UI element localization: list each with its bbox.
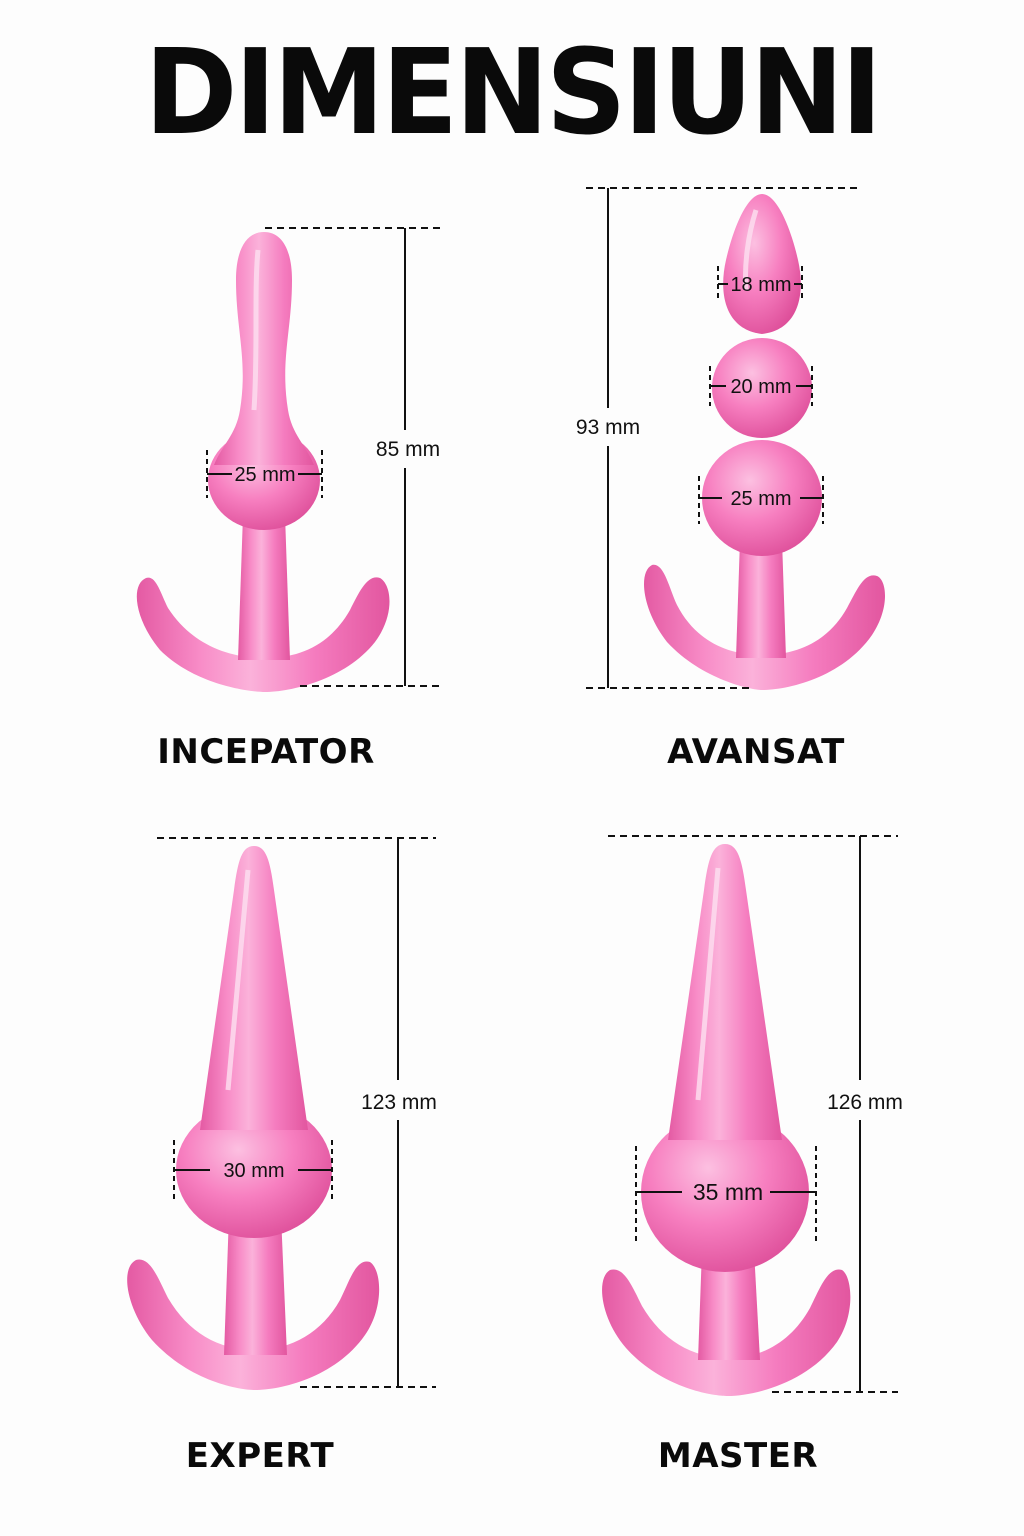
width-label: 35 mm bbox=[693, 1179, 763, 1205]
expert-illustration: 30 mm 123 mm bbox=[127, 837, 437, 1390]
incepator-illustration: 25 mm 85 mm bbox=[136, 227, 442, 692]
product-name: EXPERT bbox=[185, 1436, 335, 1476]
product-name: MASTER bbox=[657, 1436, 819, 1476]
product-base bbox=[136, 577, 390, 692]
product-neck bbox=[698, 1250, 760, 1360]
height-measure bbox=[586, 187, 862, 689]
product-base bbox=[127, 1259, 380, 1390]
product-bulb bbox=[176, 1102, 332, 1238]
width-measure-bottom bbox=[698, 476, 824, 524]
product-cone bbox=[200, 846, 308, 1130]
height-measure bbox=[608, 835, 898, 1393]
width-label-middle: 20 mm bbox=[730, 376, 791, 398]
page-title: DIMENSIUNI bbox=[144, 24, 882, 162]
width-measure-top bbox=[717, 266, 803, 302]
product-incepator: 25 mm 85 mm INCEPATOR bbox=[0, 180, 512, 840]
product-master: 35 mm 126 mm MASTER bbox=[512, 830, 1024, 1490]
master-illustration: 35 mm 126 mm bbox=[602, 835, 903, 1396]
width-label: 30 mm bbox=[223, 1160, 284, 1182]
product-bulb bbox=[641, 1112, 809, 1272]
width-measure-middle bbox=[709, 366, 813, 406]
avansat-illustration: 18 mm 20 mm 25 mm 93 mm bbox=[576, 187, 886, 690]
length-label: 126 mm bbox=[827, 1091, 903, 1114]
length-label: 123 mm bbox=[361, 1091, 437, 1114]
product-bead-medium bbox=[712, 338, 812, 438]
length-label: 85 mm bbox=[376, 438, 440, 461]
width-label-bottom: 25 mm bbox=[730, 488, 791, 510]
product-base bbox=[644, 564, 886, 690]
product-cone bbox=[668, 844, 782, 1140]
product-name: AVANSAT bbox=[667, 732, 845, 772]
height-measure bbox=[265, 227, 442, 687]
width-label: 25 mm bbox=[234, 464, 295, 486]
product-base bbox=[602, 1269, 851, 1396]
product-neck bbox=[238, 515, 290, 660]
width-label-top: 18 mm bbox=[730, 274, 791, 296]
product-neck bbox=[224, 1215, 287, 1355]
width-measure bbox=[635, 1146, 817, 1242]
product-tip bbox=[723, 194, 801, 334]
product-avansat: 18 mm 20 mm 25 mm 93 mm AVANSAT bbox=[512, 180, 1024, 840]
width-measure bbox=[173, 1140, 333, 1202]
width-measure bbox=[206, 450, 323, 498]
product-name: INCEPATOR bbox=[157, 732, 375, 772]
product-shaft bbox=[214, 232, 314, 465]
product-neck bbox=[736, 540, 786, 658]
product-expert: 30 mm 123 mm EXPERT bbox=[0, 830, 512, 1490]
length-label: 93 mm bbox=[576, 416, 640, 439]
product-bead-large bbox=[702, 440, 822, 556]
height-measure bbox=[157, 837, 436, 1388]
